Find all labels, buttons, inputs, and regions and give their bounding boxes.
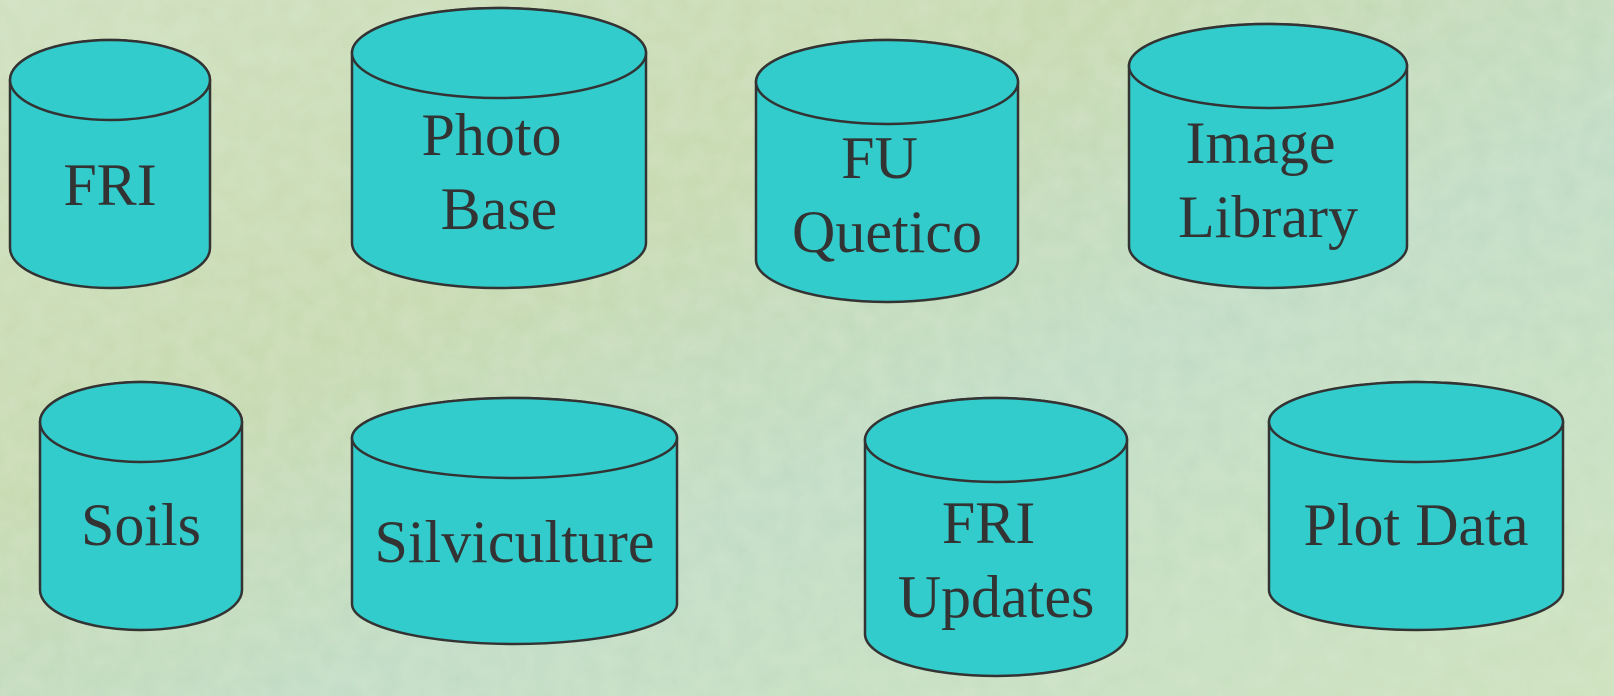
label-line-1: Soils: [81, 492, 201, 558]
label-line-2: Quetico: [792, 199, 982, 265]
label-line-2: Updates: [898, 564, 1095, 630]
cylinder-label: FRI Updates: [898, 490, 1095, 630]
label-line-1: FRI: [63, 152, 156, 218]
label-line-2: Library: [1178, 184, 1358, 250]
cylinder-top: [38, 380, 244, 464]
db-plot-data: Plot Data: [1267, 380, 1565, 632]
cylinder-top: [863, 396, 1129, 484]
db-silviculture: Silviculture: [350, 396, 679, 646]
cylinder-label: FU Quetico: [792, 125, 982, 265]
label-line-2: Base: [441, 176, 558, 242]
cylinder-top: [1267, 380, 1565, 464]
db-image-library: Image Library: [1127, 22, 1409, 290]
db-fri-updates: FRI Updates: [863, 396, 1129, 678]
label-line-1: Silviculture: [375, 509, 655, 575]
cylinder-top: [754, 38, 1020, 126]
label-line-1: Plot Data: [1304, 492, 1529, 558]
db-fu-quetico: FU Quetico: [754, 38, 1020, 304]
label-line-1: Image: [1186, 110, 1336, 176]
db-photo-base: Photo Base: [350, 6, 648, 290]
cylinder-top: [350, 6, 648, 100]
cylinder-top: [350, 396, 679, 480]
db-soils: Soils: [38, 380, 244, 632]
cylinder-label: FRI: [63, 152, 156, 218]
label-line-1: Photo: [421, 102, 561, 168]
cylinder-top: [1127, 22, 1409, 110]
cylinder-label: Photo Base: [421, 102, 576, 242]
cylinder-label: Plot Data: [1304, 492, 1529, 558]
label-line-1: FRI: [942, 490, 1035, 556]
cylinder-label: Soils: [81, 492, 201, 558]
cylinder-top: [8, 38, 212, 122]
cylinder-label: Image Library: [1178, 110, 1358, 250]
label-line-1: FU: [841, 125, 918, 191]
db-fri: FRI: [8, 38, 212, 290]
cylinder-label: Silviculture: [375, 509, 655, 575]
